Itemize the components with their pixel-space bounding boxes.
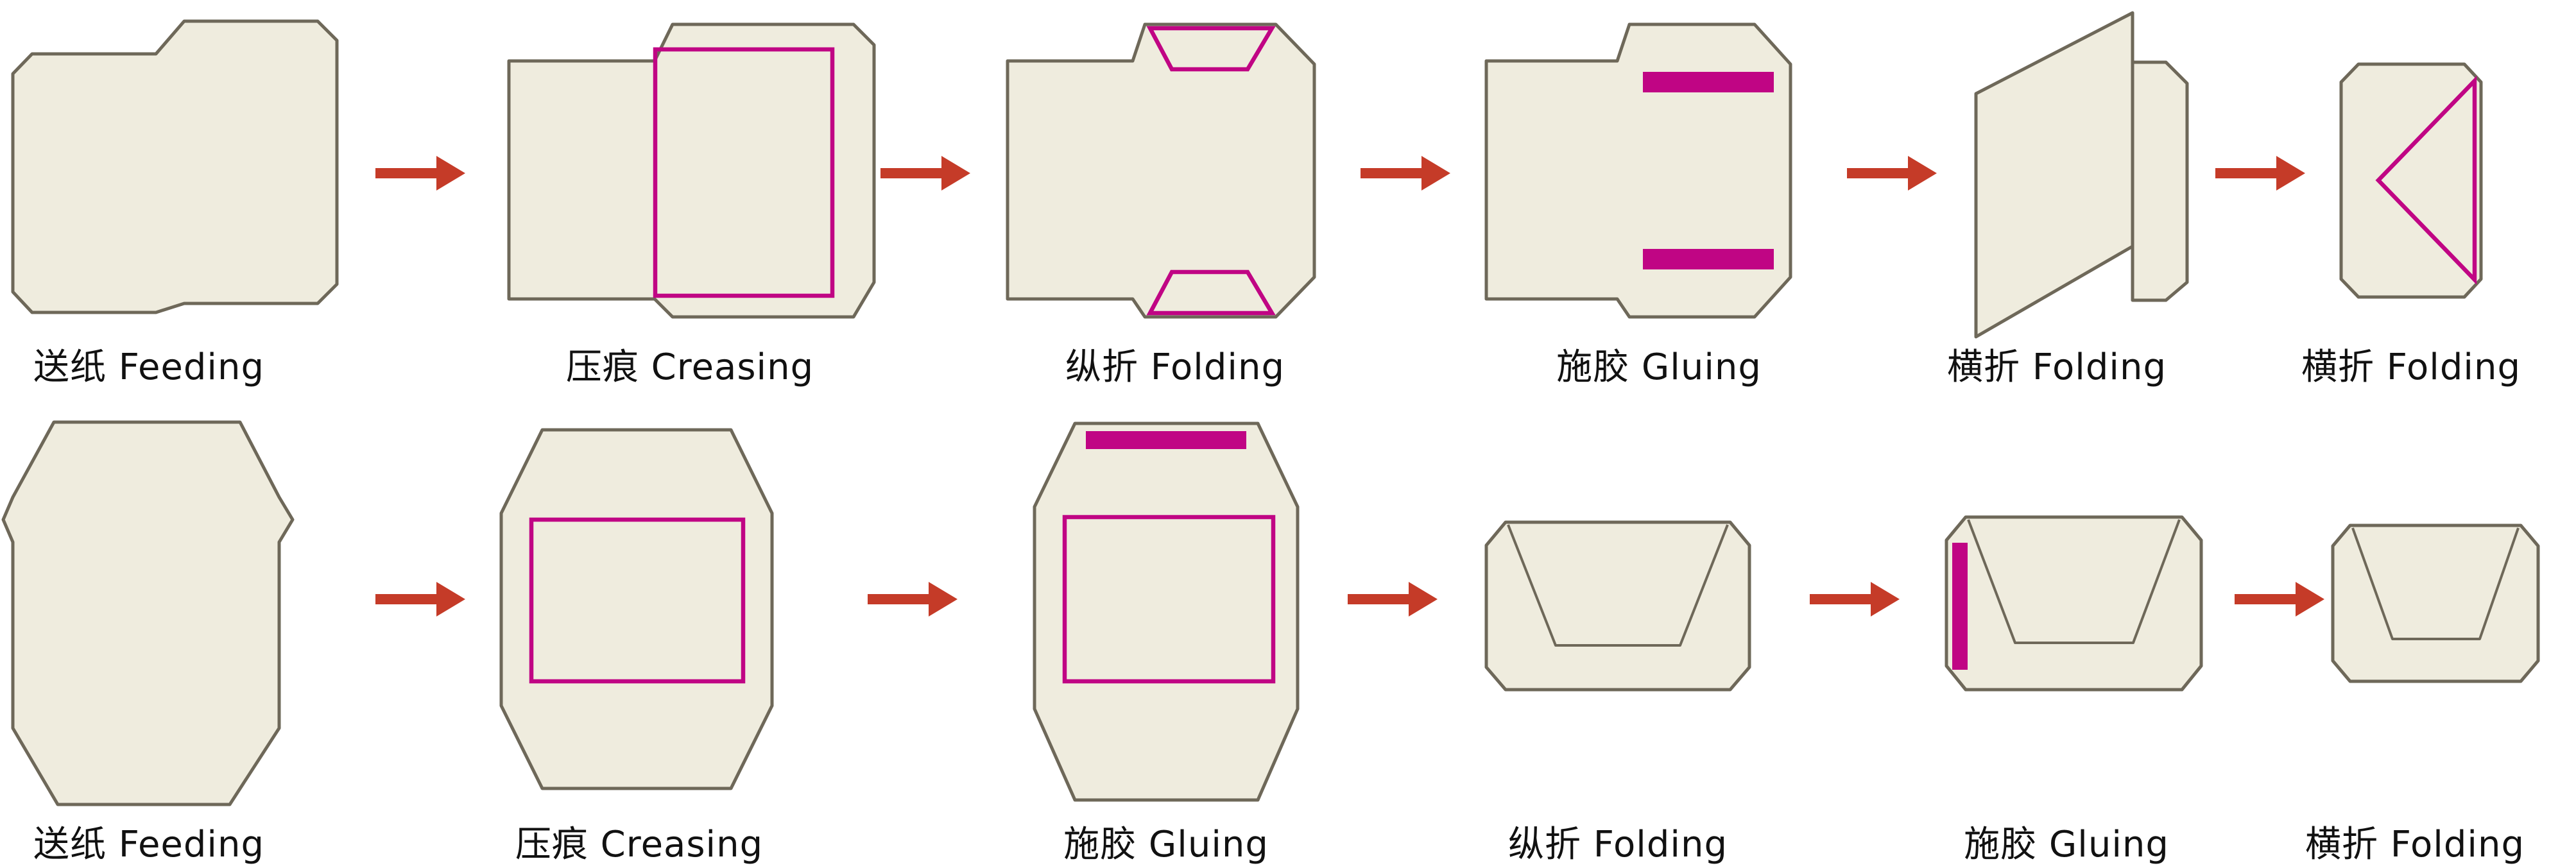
row2-step-creasing-blank	[499, 428, 774, 790]
row1-step-gluing	[1484, 22, 1792, 319]
row1-label-folding-1: 纵折 Folding	[1065, 346, 1285, 388]
row1-label-creasing: 压痕 Creasing	[565, 346, 814, 388]
row2-label-creasing: 压痕 Creasing	[515, 824, 764, 865]
row2-arrow-5 arrow-right-icon	[2235, 582, 2324, 617]
row1-step-folded-envelope	[2339, 62, 2483, 299]
row1-arrow-3 arrow-right-icon	[1361, 156, 1450, 191]
row2-step-feeding-blank	[1, 420, 295, 806]
row2-arrow-2 arrow-right-icon	[868, 582, 957, 617]
row1-step-creasing-blank	[507, 22, 876, 319]
row2-label-gluing-2: 施胶 Gluing	[1964, 824, 2169, 865]
row2-arrow-1 arrow-right-icon	[375, 582, 465, 617]
row2-arrow-4 arrow-right-icon	[1810, 582, 1900, 617]
row1-label-gluing: 施胶 Gluing	[1556, 346, 1762, 388]
row1-arrow-4 arrow-right-icon	[1847, 156, 1937, 191]
row1-label-folding-3: 横折 Folding	[2301, 346, 2521, 388]
row2-label-feeding: 送纸 Feeding	[33, 824, 264, 865]
row1-arrow-2 arrow-right-icon	[880, 156, 970, 191]
row1-arrow-1 arrow-right-icon	[375, 156, 465, 191]
row2-step-folded-envelope	[2331, 523, 2540, 683]
row1-label-folding-2: 横折 Folding	[1947, 346, 2167, 388]
row1-step-feeding-blank	[11, 19, 339, 314]
row2-arrow-3 arrow-right-icon	[1348, 582, 1438, 617]
row2-step-gluing-top	[1033, 421, 1300, 802]
row1-label-feeding: 送纸 Feeding	[33, 346, 264, 388]
row1-step-folding-vertical	[1006, 22, 1316, 319]
row2-label-folding-2: 横折 Folding	[2305, 824, 2525, 865]
row2-step-folding-vertical	[1484, 520, 1751, 692]
row1-step-folding-horizontal-in-progress	[1974, 11, 2189, 339]
row2-step-gluing-side	[1945, 515, 2203, 692]
row1-arrow-5 arrow-right-icon	[2215, 156, 2305, 191]
row2-label-gluing-1: 施胶 Gluing	[1063, 824, 1269, 865]
row2-label-folding-1: 纵折 Folding	[1508, 824, 1728, 865]
